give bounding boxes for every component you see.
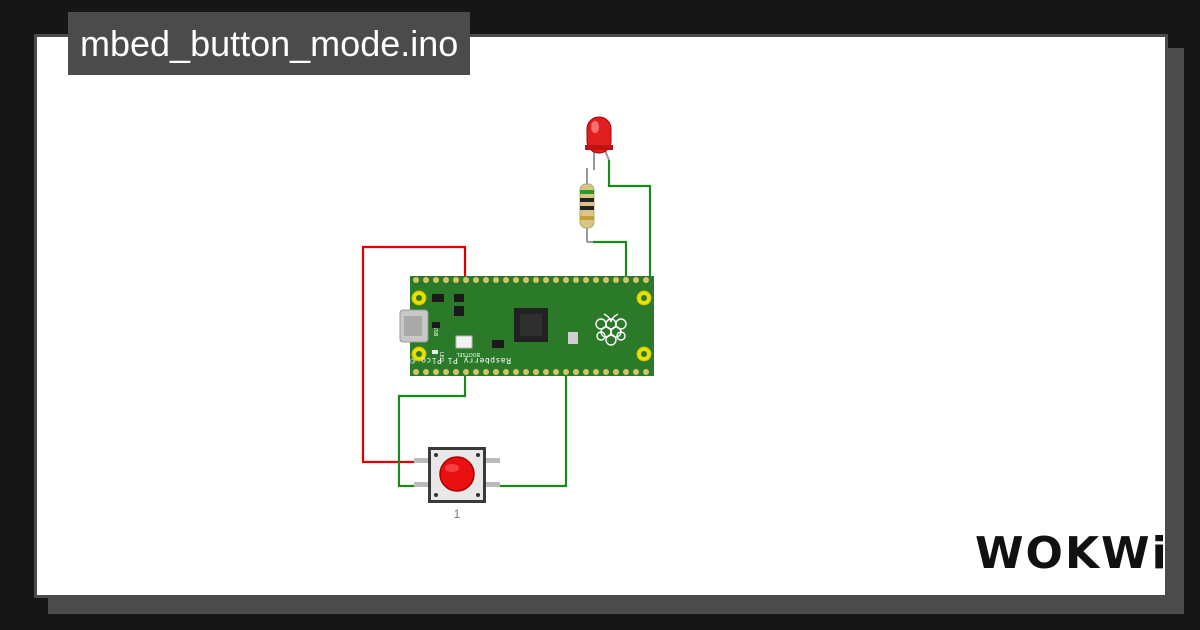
- raspberry-pi-pico[interactable]: USB BOOTSEL LED Raspberry Pi Pico ©2020: [389, 276, 654, 376]
- bootsel-button[interactable]: [455, 335, 473, 349]
- button-cap[interactable]: [439, 456, 475, 492]
- wire-red-3v3[interactable]: [361, 245, 467, 464]
- wires: [361, 160, 652, 488]
- usb-label: USB: [432, 326, 438, 337]
- wire-green-led[interactable]: [607, 160, 652, 284]
- onboard-led: [432, 350, 438, 354]
- wokwi-logo: WOKWi: [975, 528, 1169, 579]
- resistor[interactable]: [579, 168, 595, 243]
- raspberry-pi-logo-icon: [595, 313, 627, 346]
- top-pin-row: [413, 277, 649, 283]
- project-title: mbed_button_mode.ino: [68, 12, 471, 75]
- pushbutton[interactable]: [414, 447, 500, 503]
- wire-green-resistor[interactable]: [593, 240, 628, 284]
- led-label: LED: [438, 352, 444, 362]
- wire-green-gnd-button[interactable]: [397, 369, 467, 488]
- bootsel-label: BOOTSEL: [456, 351, 480, 357]
- red-led[interactable]: [585, 116, 613, 170]
- button-id-label: 1: [454, 507, 461, 521]
- board-brand-label: Raspberry Pi Pico ©2020: [389, 356, 511, 365]
- bottom-pin-row: [413, 369, 649, 375]
- wire-green-gpio-button[interactable]: [500, 369, 568, 488]
